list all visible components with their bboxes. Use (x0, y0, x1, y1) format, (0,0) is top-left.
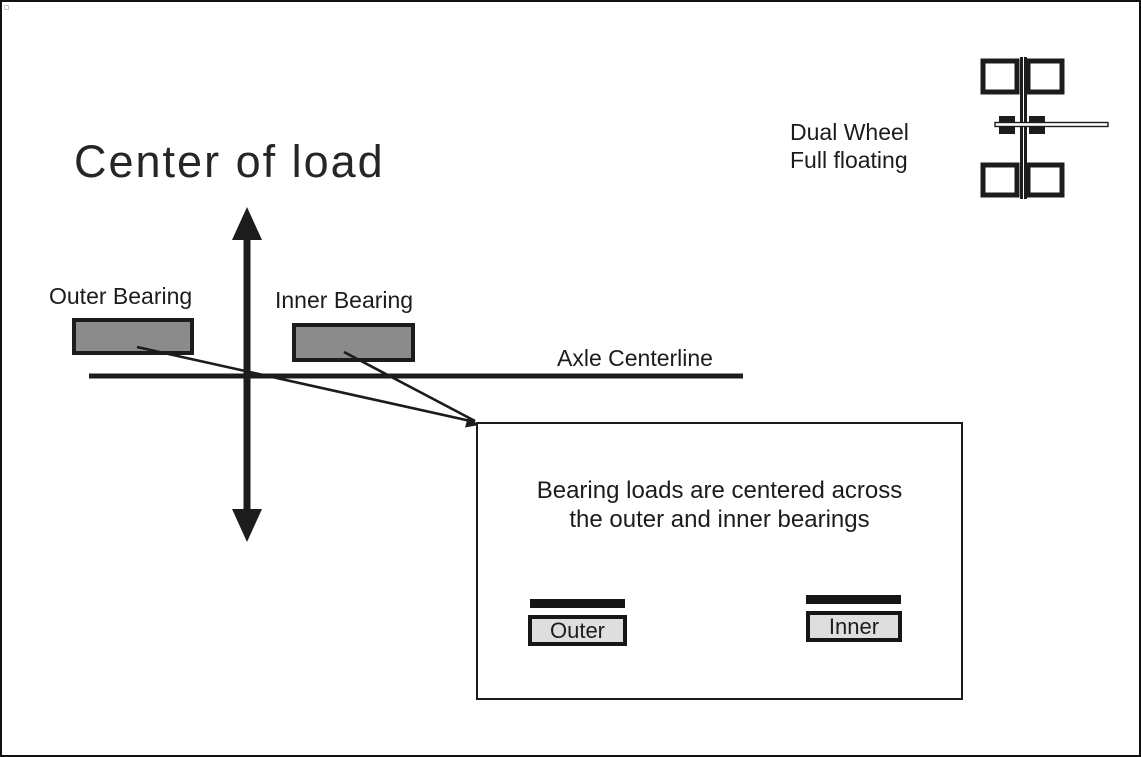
dual-wheel-caption-line2: Full floating (790, 147, 908, 173)
callout-text: Bearing loads are centered across the ou… (478, 476, 961, 534)
inner-bearing-label: Inner Bearing (275, 287, 414, 313)
dual-wheel-caption: Dual Wheel Full floating (790, 118, 909, 174)
axle-centerline-label: Axle Centerline (557, 345, 713, 371)
callout-text-line1: Bearing loads are centered across (536, 477, 903, 504)
outer-bearing-label: Outer Bearing (49, 283, 193, 309)
outer-bearing-symbol-bar (530, 599, 625, 608)
callout-text-line2: the outer and inner bearings (569, 506, 870, 533)
inner-bearing-symbol-box: Inner (806, 611, 902, 642)
outer-bearing-rect (72, 318, 194, 355)
inner-bearing-symbol-bar (806, 595, 901, 604)
dual-wheel-icon (980, 57, 1109, 199)
page-title: Center of load (74, 136, 385, 187)
callout-box: Bearing loads are centered across the ou… (476, 422, 963, 700)
vertical-double-arrow-icon (232, 207, 262, 542)
inner-bearing-rect (292, 323, 415, 362)
dual-wheel-caption-line1: Dual Wheel (790, 119, 909, 145)
outer-bearing-symbol-box: Outer (528, 615, 627, 646)
corner-artifact (4, 5, 9, 10)
